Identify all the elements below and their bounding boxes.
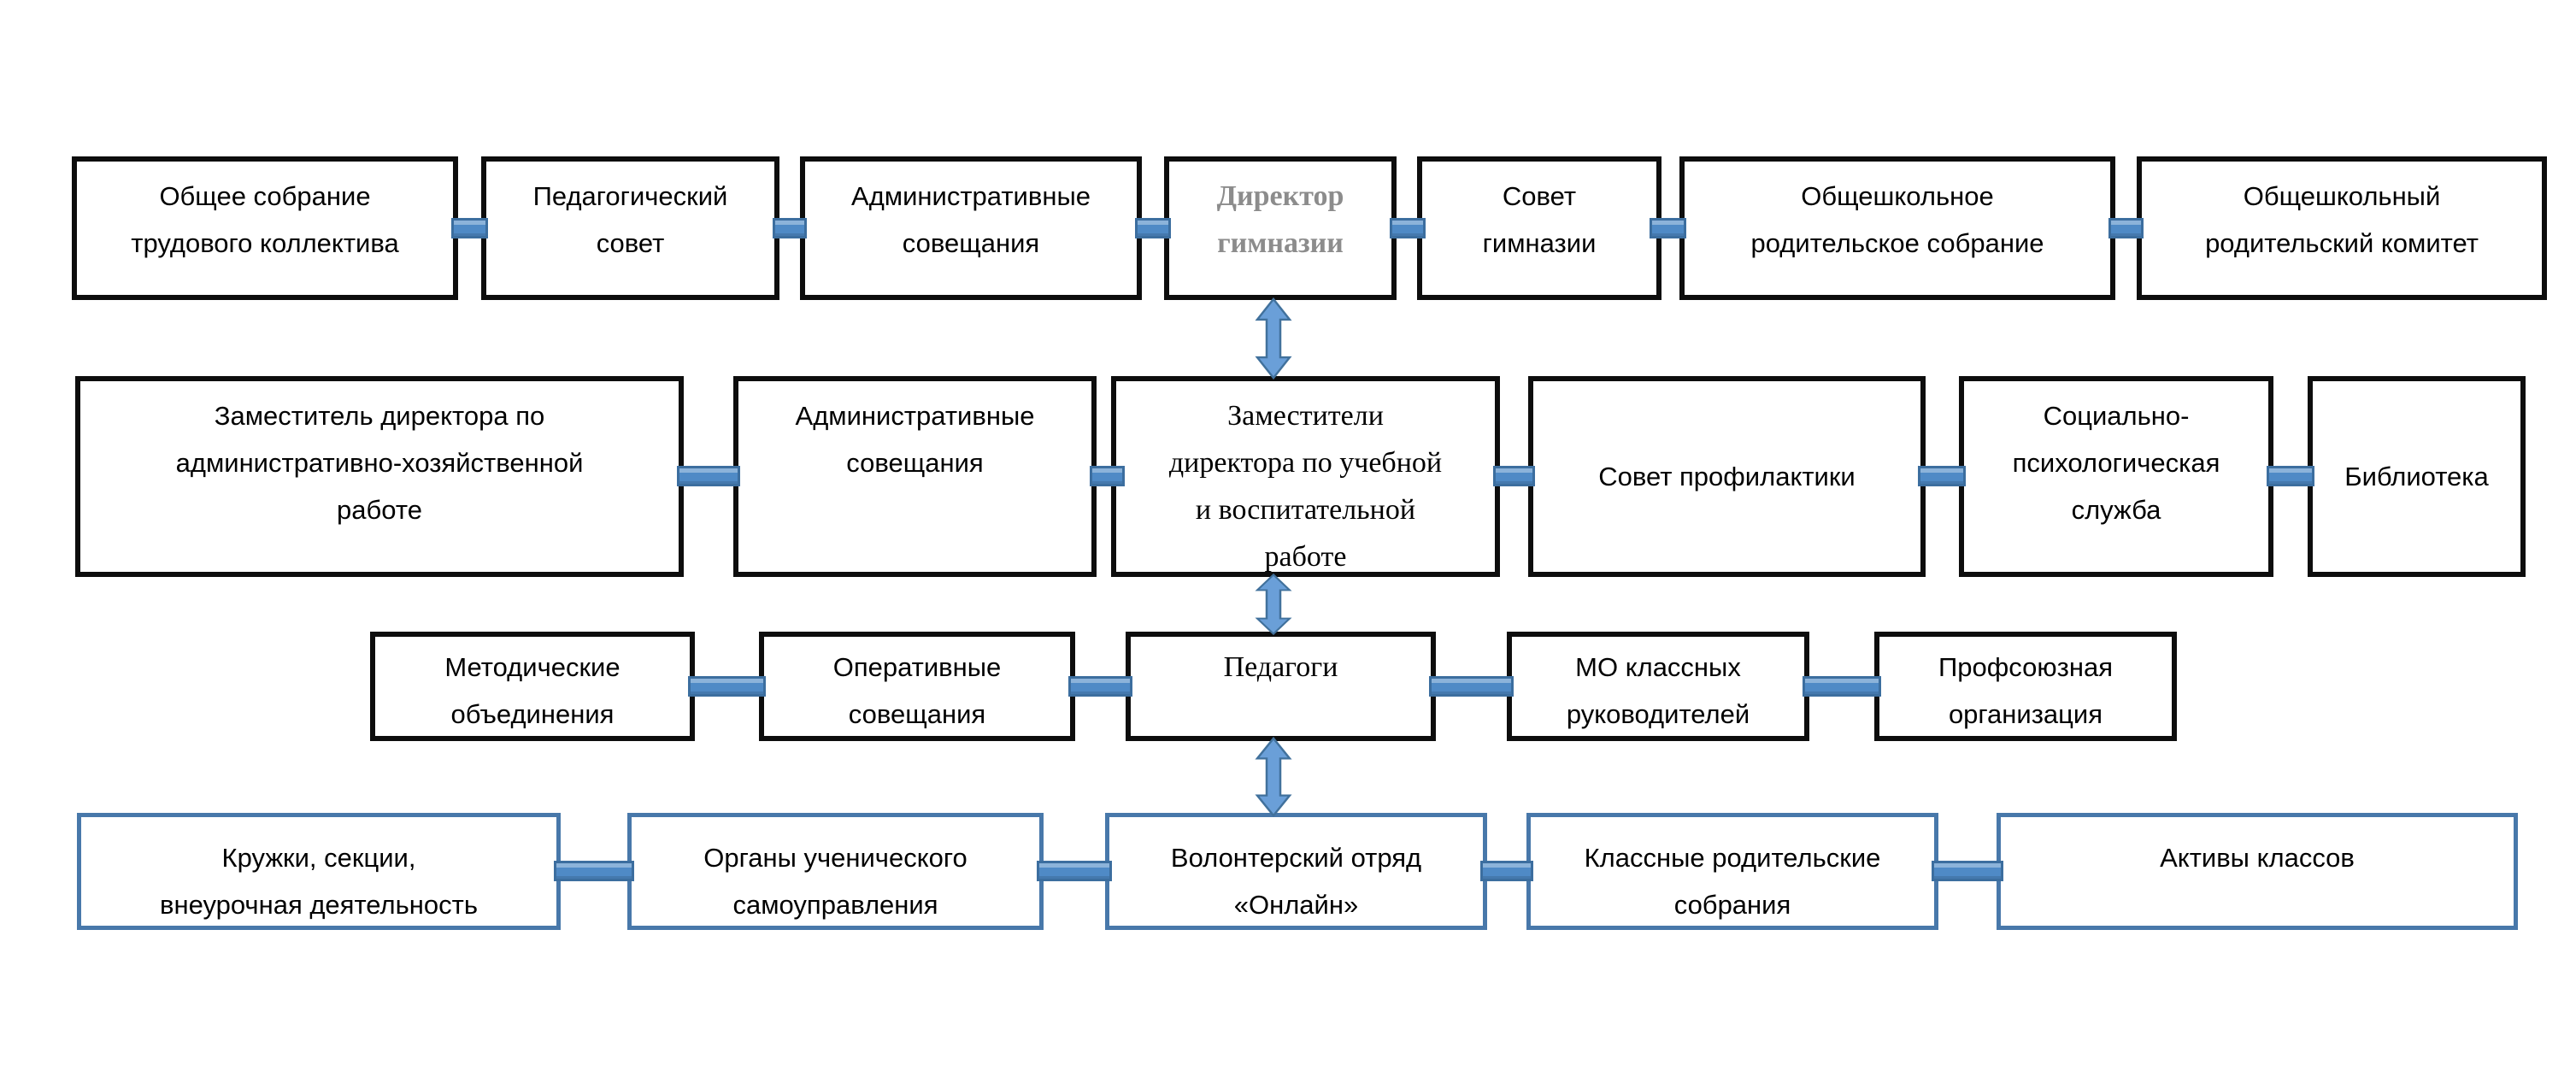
h-connector bbox=[773, 218, 807, 238]
h-connector bbox=[2108, 218, 2144, 238]
h-connector bbox=[1090, 466, 1125, 486]
node-deputy-director-economic: Заместитель директора по административно… bbox=[75, 376, 684, 577]
node-library: Библиотека bbox=[2308, 376, 2526, 577]
h-connector bbox=[1135, 218, 1171, 238]
node-operational-meetings: Оперативные совещания bbox=[759, 632, 1075, 741]
node-prevention-council: Совет профилактики bbox=[1528, 376, 1926, 577]
node-clubs-sections: Кружки, секции, внеурочная деятельность bbox=[77, 813, 561, 930]
node-schoolwide-parent-meeting: Общешкольное родительское собрание bbox=[1679, 156, 2115, 300]
node-schoolwide-parent-committee: Общешкольный родительский комитет bbox=[2137, 156, 2547, 300]
node-mo-class-teachers: МО классных руководителей bbox=[1507, 632, 1809, 741]
h-connector bbox=[1037, 861, 1112, 881]
node-pedagogical-council: Педагогический совет bbox=[481, 156, 779, 300]
h-connector bbox=[688, 676, 766, 697]
node-teachers: Педагоги bbox=[1126, 632, 1436, 741]
node-director: Директор гимназии bbox=[1164, 156, 1397, 300]
h-connector bbox=[2267, 466, 2314, 486]
node-trade-union: Профсоюзная организация bbox=[1874, 632, 2177, 741]
vertical-double-arrow bbox=[1255, 574, 1292, 635]
h-connector bbox=[1803, 676, 1881, 697]
vertical-double-arrow bbox=[1255, 297, 1292, 380]
node-student-self-government: Органы ученического самоуправления bbox=[627, 813, 1044, 930]
h-connector bbox=[677, 466, 740, 486]
node-administrative-meetings-mid: Административные совещания bbox=[733, 376, 1097, 577]
h-connector bbox=[554, 861, 634, 881]
node-administrative-meetings-top: Административные совещания bbox=[800, 156, 1142, 300]
h-connector bbox=[1068, 676, 1132, 697]
h-connector bbox=[1918, 466, 1966, 486]
node-class-parent-meetings: Классные родительские собрания bbox=[1526, 813, 1938, 930]
node-volunteer-squad: Волонтерский отряд «Онлайн» bbox=[1105, 813, 1487, 930]
h-connector bbox=[451, 218, 488, 238]
h-connector bbox=[1932, 861, 2003, 881]
node-socio-psychological-service: Социально- психологическая служба bbox=[1959, 376, 2273, 577]
h-connector bbox=[1493, 466, 1535, 486]
h-connector bbox=[1650, 218, 1686, 238]
h-connector bbox=[1429, 676, 1514, 697]
node-class-activists: Активы классов bbox=[1997, 813, 2518, 930]
vertical-double-arrow bbox=[1255, 737, 1292, 817]
h-connector bbox=[1480, 861, 1533, 881]
h-connector bbox=[1390, 218, 1426, 238]
node-general-staff-meeting: Общее собрание трудового коллектива bbox=[72, 156, 458, 300]
node-gymnasium-council: Совет гимназии bbox=[1417, 156, 1661, 300]
node-deputy-directors-academic: Заместители директора по учебной и воспи… bbox=[1111, 376, 1500, 577]
node-methodical-associations: Методические объединения bbox=[370, 632, 695, 741]
